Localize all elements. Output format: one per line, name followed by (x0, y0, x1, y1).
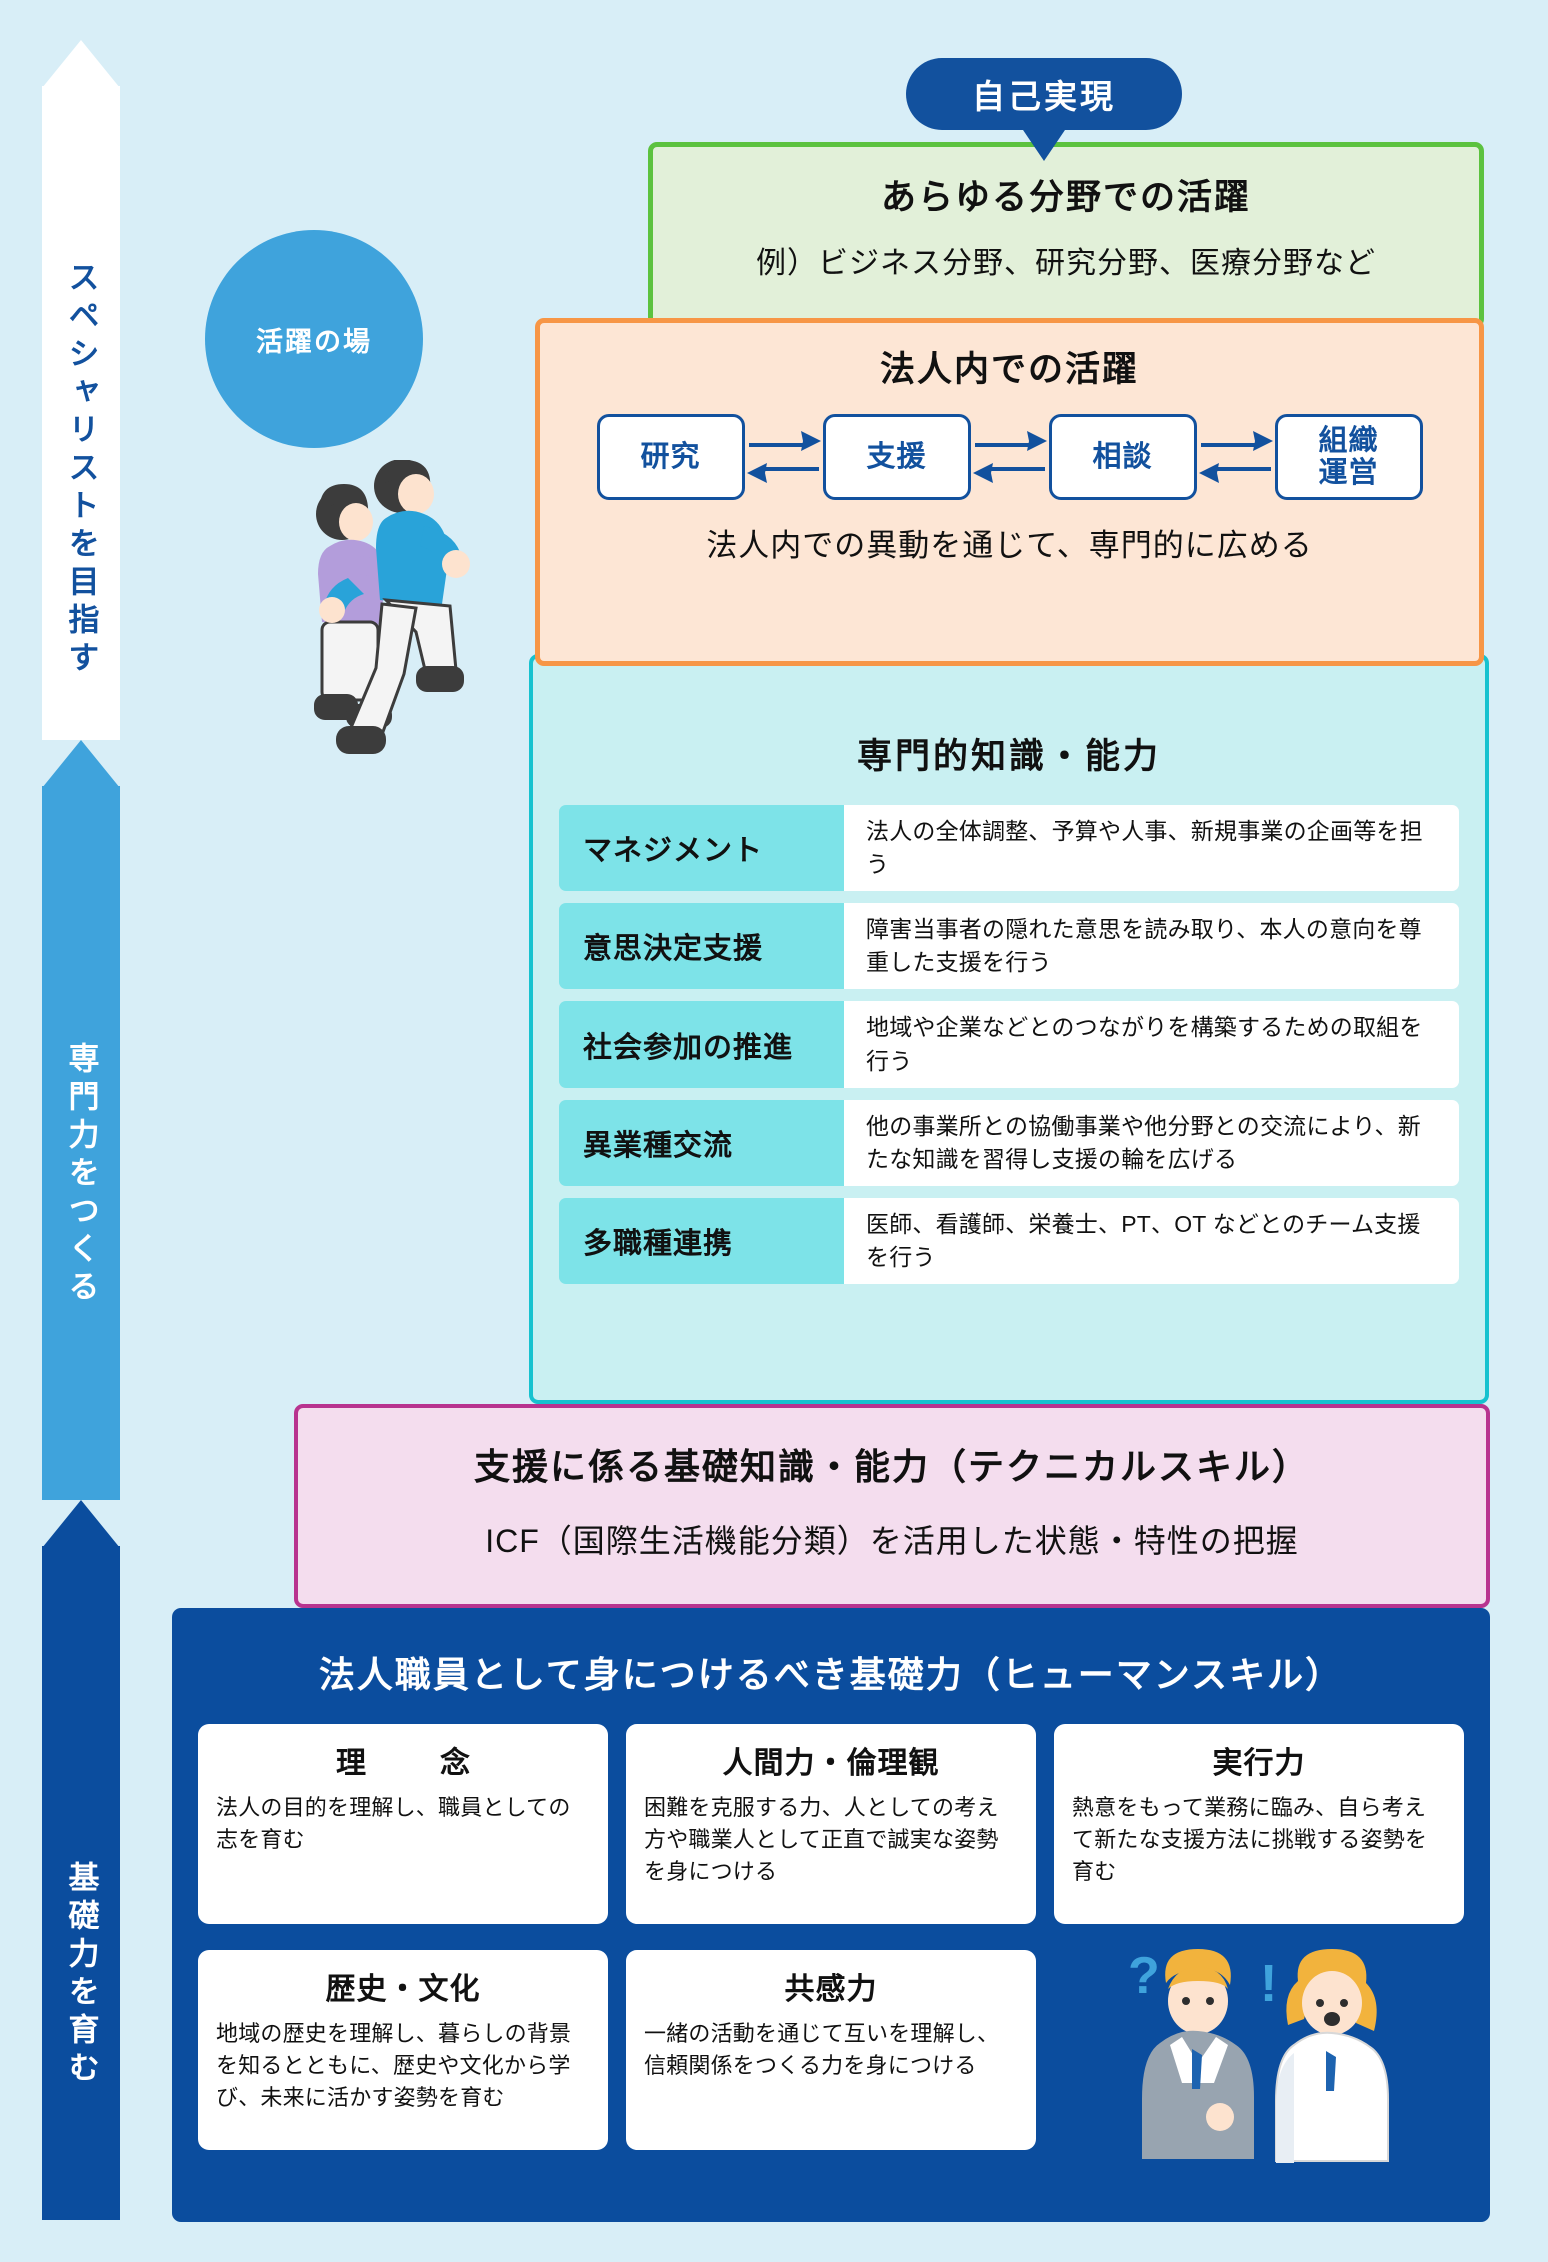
card-philosophy: 理 念 法人の目的を理解し、職員としての志を育む (198, 1724, 608, 1924)
self-realization-badge-tail (1021, 127, 1067, 161)
climbing-people-illustration (314, 460, 470, 754)
skill-row: 異業種交流 他の事業所との協働事業や他分野との交流により、新たな知識を習得し支援… (559, 1099, 1459, 1186)
navy-section: 法人職員として身につけるべき基礎力（ヒューマンスキル） 理 念 法人の目的を理解… (172, 1608, 1490, 2222)
flow-arrows-3 (1197, 422, 1275, 492)
card-title: 人間力・倫理観 (722, 1747, 940, 1780)
card-execution: 実行力 熱意をもって業務に臨み、自ら考えて新たな支援方法に挑戦する姿勢を育む (1054, 1724, 1464, 1924)
flow-box-organization-management: 組織 運営 (1274, 414, 1423, 500)
skill-name: 社会参加の推進 (559, 1001, 844, 1088)
card-body: 熱意をもって業務に臨み、自ら考えて新たな支援方法に挑戦する姿勢を育む (1072, 1795, 1428, 1885)
person-blue-icon (319, 460, 470, 754)
thinking-people-illustration: ? ! (1128, 1947, 1389, 2163)
navy-card-row-2: 歴史・文化 地域の歴史を理解し、暮らしの背景を知るとともに、歴史や文化から学び、… (198, 1950, 1464, 2150)
skill-name: 多職種連携 (559, 1197, 844, 1285)
arrow-head-foundation (42, 1500, 120, 1548)
skill-description: 地域や企業などとのつながりを構築するための取組を行う (844, 1001, 1459, 1088)
arrow-right-icon (1200, 431, 1273, 451)
orange-section-footer: 法人内での異動を通じて、専門的に広める (706, 528, 1313, 563)
pink-section-title: 支援に係る基礎知識・能力（テクニカルスキル） (473, 1446, 1310, 1487)
pink-section-subtitle: ICF（国際生活機能分類）を活用した状態・特性の把握 (485, 1523, 1299, 1559)
green-section: あらゆる分野での活躍 例）ビジネス分野、研究分野、医療分野など (648, 142, 1484, 328)
flow-box-organization-management-label: 組織 運営 (1318, 424, 1379, 489)
orange-section-title: 法人内での活躍 (879, 350, 1139, 389)
skill-row: 社会参加の推進 地域や企業などとのつながりを構築するための取組を行う (559, 1001, 1459, 1088)
card-humanity-ethics: 人間力・倫理観 困難を克服する力、人としての考え方や職業人として正直で誠実な姿勢… (626, 1724, 1036, 1924)
rotation-flow: 研究 支援 (540, 414, 1479, 500)
arrow-body-expertise (42, 786, 120, 1500)
arrow-left-icon (746, 463, 819, 483)
arrow-segment-foundation: 基礎力を育む (42, 1500, 120, 2220)
card-history-culture: 歴史・文化 地域の歴史を理解し、暮らしの背景を知るとともに、歴史や文化から学び、… (198, 1950, 608, 2150)
skill-row: マネジメント 法人の全体調整、予算や人事、新規事業の企画等を担う (559, 805, 1459, 892)
arrow-right-icon (974, 431, 1047, 451)
arrow-head-specialist (42, 40, 120, 88)
card-body: 困難を克服する力、人としての考え方や職業人として正直で誠実な姿勢を身につける (644, 1795, 999, 1885)
skill-row: 意思決定支援 障害当事者の隠れた意思を読み取り、本人の意向を尊重した支援を行う (559, 903, 1459, 990)
cyan-section: 専門的知識・能力 マネジメント 法人の全体調整、予算や人事、新規事業の企画等を担… (529, 654, 1489, 1404)
card-body: 地域の歴史を理解し、暮らしの背景を知るとともに、歴史や文化から学び、未来に活かす… (216, 2021, 572, 2111)
arrow-label-expertise: 専門力をつくる (63, 1042, 99, 1308)
skill-description: 障害当事者の隠れた意思を読み取り、本人の意向を尊重した支援を行う (844, 903, 1459, 990)
arrow-segment-specialist: スペシャリストを目指す (42, 40, 120, 740)
green-section-title: あらゆる分野での活躍 (880, 178, 1251, 217)
arrow-left-icon (1198, 463, 1271, 483)
card-title: 歴史・文化 (325, 1973, 481, 2006)
flow-arrows-1 (745, 422, 823, 492)
pink-section: 支援に係る基礎知識・能力（テクニカルスキル） ICF（国際生活機能分類）を活用し… (294, 1404, 1490, 1608)
card-title: 共感力 (784, 1973, 878, 2006)
navy-section-title: 法人職員として身につけるべき基礎力（ヒューマンスキル） (318, 1654, 1344, 1695)
card-empathy: 共感力 一緒の活動を通じて互いを理解し、信頼関係をつくる力を身につける (626, 1950, 1036, 2150)
skill-name: 異業種交流 (559, 1099, 844, 1186)
card-body: 法人の目的を理解し、職員としての志を育む (216, 1795, 571, 1853)
skill-row: 多職種連携 医師、看護師、栄養士、PT、OT などとのチーム支援を行う (559, 1197, 1459, 1285)
person-woman-icon (1275, 1949, 1389, 2163)
card-body: 一緒の活動を通じて互いを理解し、信頼関係をつくる力を身につける (644, 2021, 1000, 2079)
arrow-body-specialist (42, 86, 120, 740)
orange-section: 法人内での活躍 研究 支援 (535, 318, 1484, 666)
flow-arrows-2 (971, 422, 1049, 492)
exclamation-mark-icon: ! (1260, 1955, 1277, 2013)
skill-name: 意思決定支援 (559, 903, 844, 990)
arrow-head-expertise (42, 740, 120, 788)
arrow-body-foundation (42, 1546, 120, 2220)
arrow-segment-expertise: 専門力をつくる (42, 740, 120, 1500)
skill-description: 医師、看護師、栄養士、PT、OT などとのチーム支援を行う (844, 1197, 1459, 1285)
skill-name: マネジメント (559, 805, 844, 892)
self-realization-badge: 自己実現 (906, 58, 1182, 130)
venue-circle-badge: 活躍の場 (205, 230, 423, 448)
arrow-label-specialist: スペシャリストを目指す (63, 261, 99, 679)
arrow-left-icon (972, 463, 1045, 483)
person-man-icon (1142, 1949, 1254, 2159)
career-stage-arrow: スペシャリストを目指す 専門力をつくる 基礎力を育む (42, 40, 120, 2220)
card-title: 理 念 (336, 1747, 492, 1780)
skill-description: 法人の全体調整、予算や人事、新規事業の企画等を担う (844, 805, 1459, 892)
navy-card-row-1: 理 念 法人の目的を理解し、職員としての志を育む 人間力・倫理観 困難を克服する… (198, 1724, 1464, 1924)
skill-description: 他の事業所との協働事業や他分野との交流により、新たな知識を習得し支援の輪を広げる (844, 1099, 1459, 1186)
flow-box-support: 支援 (822, 414, 971, 500)
arrow-label-foundation: 基礎力を育む (63, 1861, 99, 2089)
green-section-subtitle: 例）ビジネス分野、研究分野、医療分野など (756, 247, 1376, 280)
arrow-right-icon (748, 431, 821, 451)
flow-box-consultation: 相談 (1048, 414, 1197, 500)
cyan-section-title: 専門的知識・能力 (856, 737, 1161, 776)
question-mark-icon: ? (1128, 1947, 1160, 2005)
flow-box-research: 研究 (596, 414, 745, 500)
skill-list: マネジメント 法人の全体調整、予算や人事、新規事業の企画等を担う 意思決定支援 … (533, 805, 1485, 1285)
card-title: 実行力 (1212, 1747, 1306, 1780)
